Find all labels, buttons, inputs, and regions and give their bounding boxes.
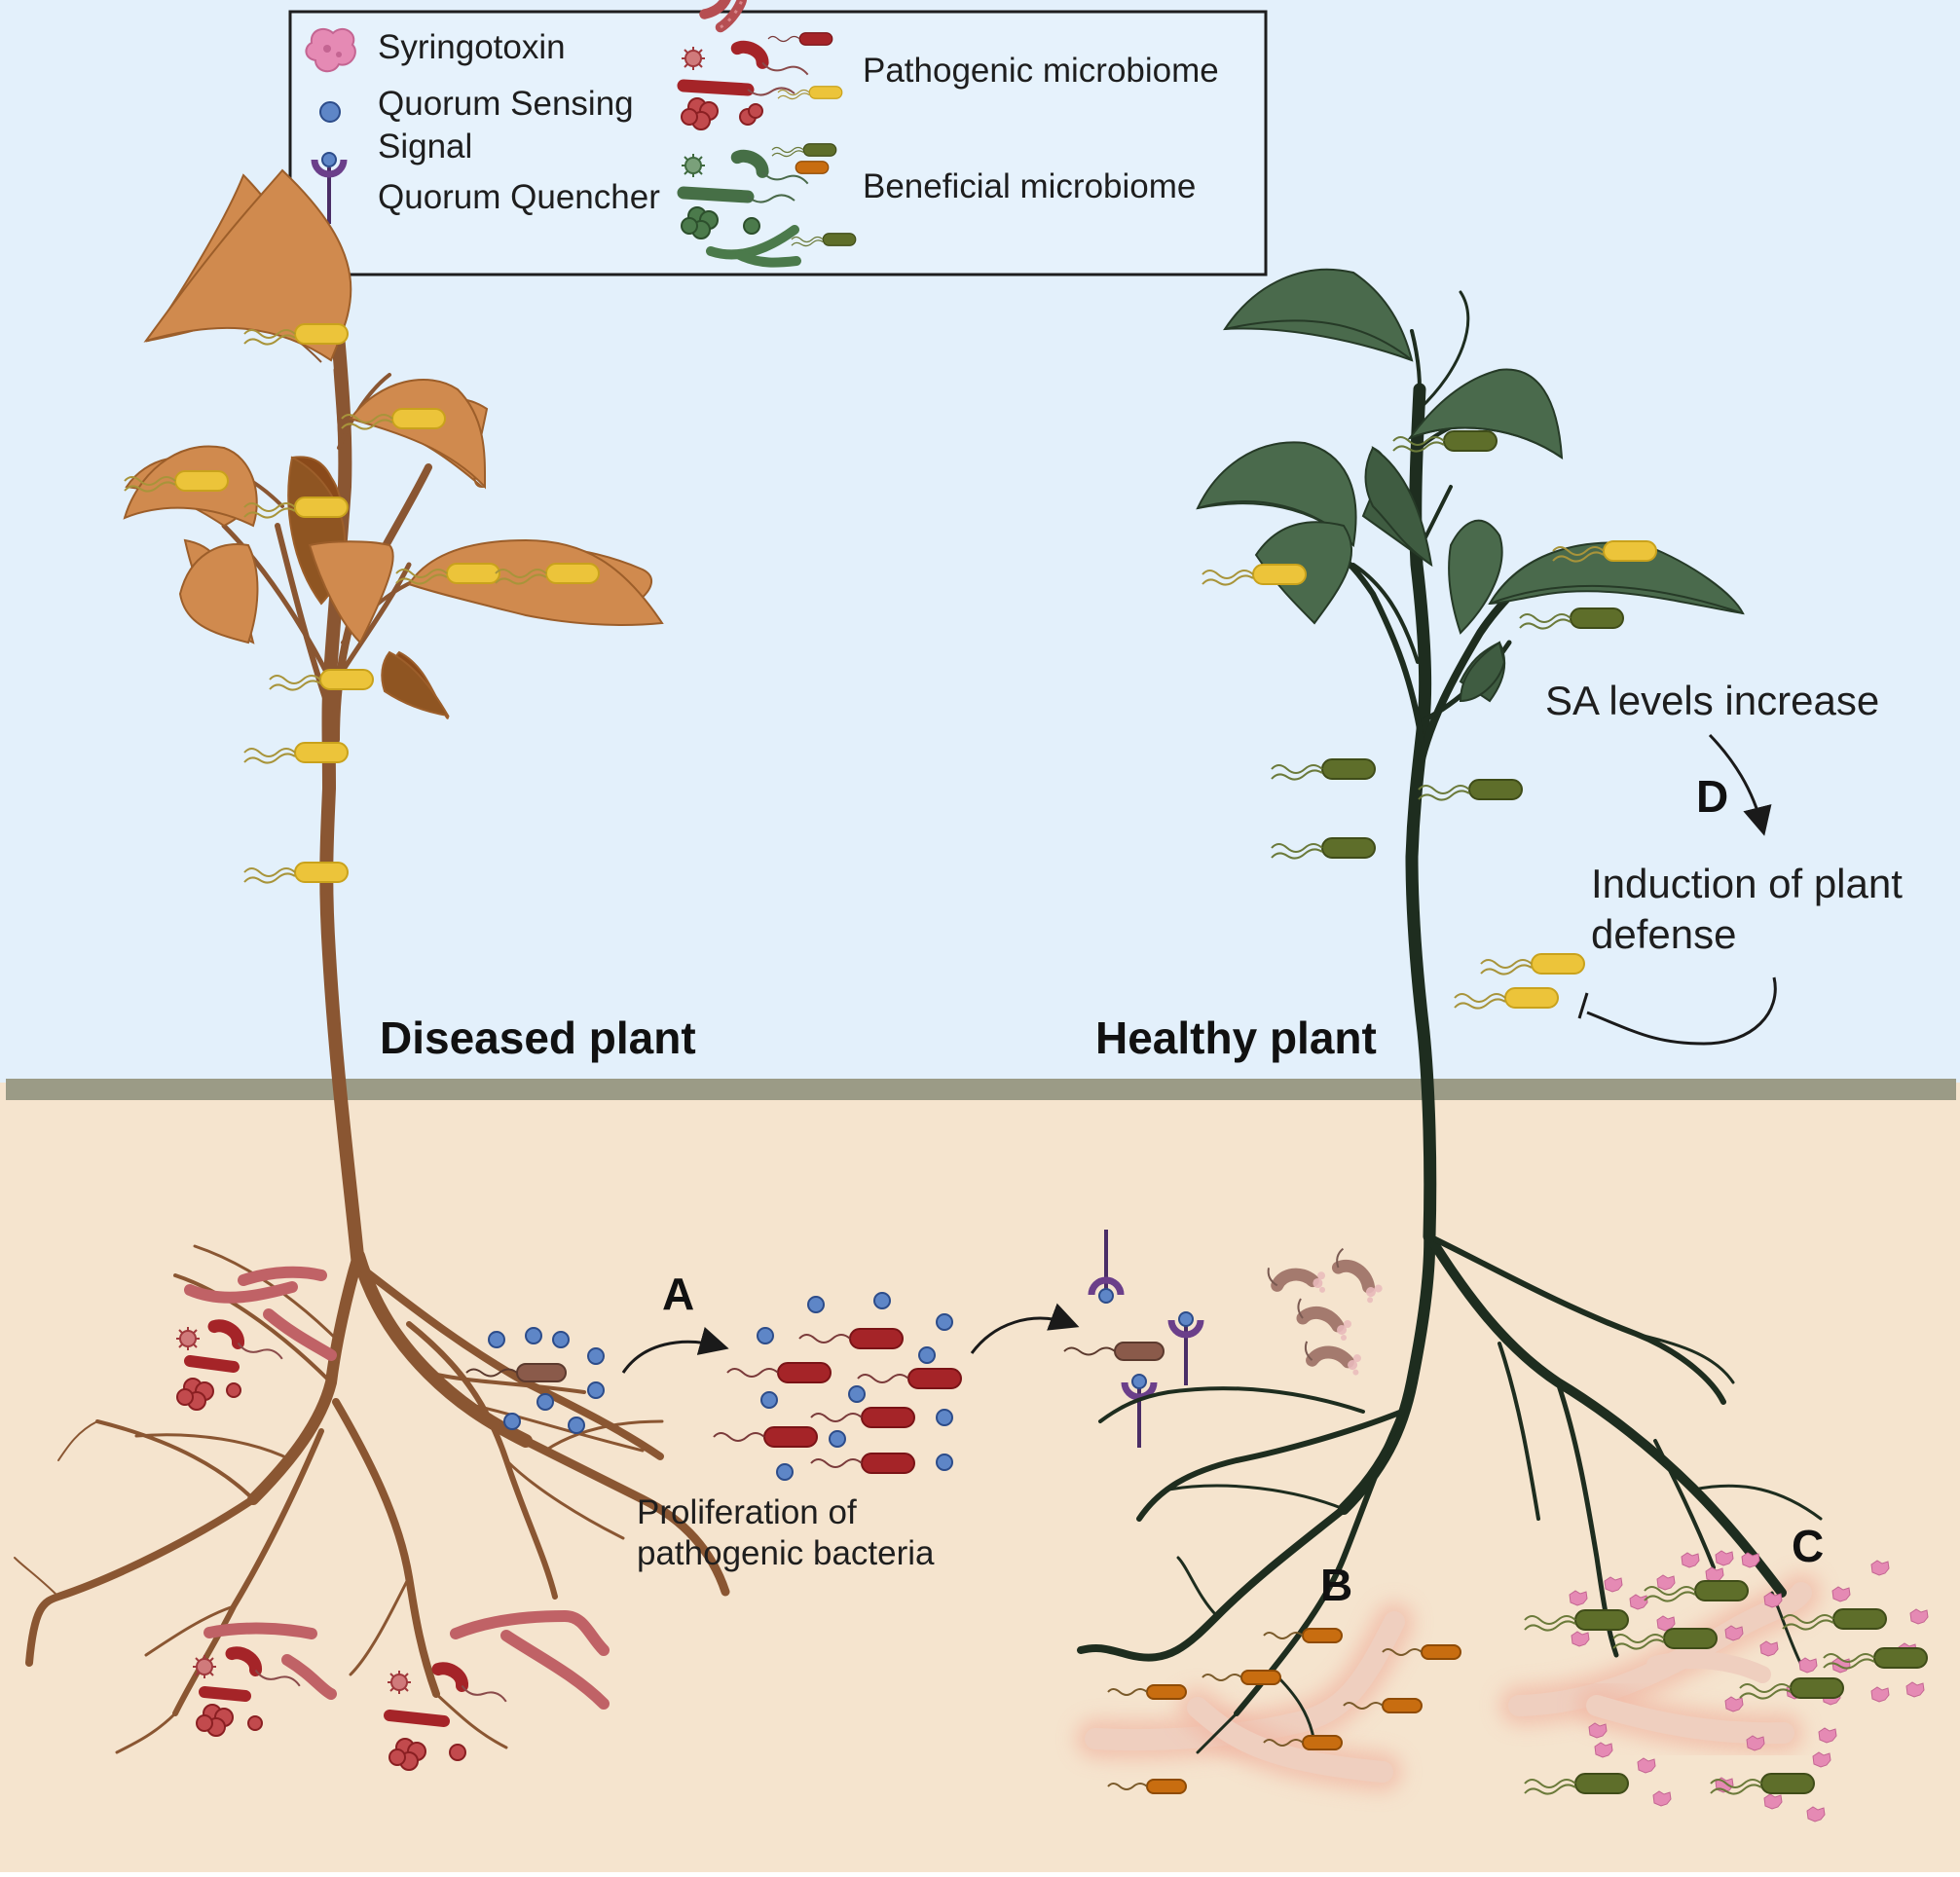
ground-line: [6, 1079, 1956, 1100]
proliferation-label-line2: pathogenic bacteria: [637, 1534, 935, 1572]
label-c: C: [1792, 1521, 1824, 1571]
legend-box: [288, 10, 1268, 276]
pathogenic-microbiome-icon: [677, 0, 843, 130]
diseased-plant-label: Diseased plant: [380, 1012, 696, 1063]
soil-background: [0, 1083, 1960, 1872]
arrow-a: [621, 1326, 729, 1374]
beneficial-microbiome-icon: [677, 143, 857, 268]
legend-pathogenic-label: Pathogenic microbiome: [863, 52, 1219, 90]
healthy-plant: Healthy plant B: [1076, 268, 1929, 1822]
quorum-quencher-icon: [311, 152, 348, 224]
qs-signal-icon: [319, 101, 341, 123]
diseased-roots-pathogens: [175, 1266, 610, 1771]
healthy-plant-label: Healthy plant: [1095, 1012, 1377, 1063]
arrow-to-quenching: [970, 1303, 1080, 1354]
healthy-plant-roots: [1077, 1221, 1823, 1754]
diseased-plant-roots: [14, 1244, 730, 1754]
label-d: D: [1696, 771, 1728, 822]
label-b: B: [1320, 1560, 1352, 1610]
induction-label-line2: defense: [1591, 911, 1736, 957]
diseased-plant-leaves: [123, 168, 664, 719]
legend-qs-label-line2: Signal: [378, 128, 472, 166]
legend-beneficial-label: Beneficial microbiome: [863, 167, 1196, 205]
label-a: A: [662, 1269, 694, 1319]
sa-levels-label: SA levels increase: [1545, 678, 1879, 723]
induction-label-line1: Induction of plant: [1591, 861, 1903, 906]
legend-syringotoxin-label: Syringotoxin: [378, 28, 566, 66]
diseased-plant: Diseased plant: [14, 168, 730, 1771]
legend-quencher-label: Quorum Quencher: [378, 178, 660, 216]
legend-qs-label-line1: Quorum Sensing: [378, 85, 634, 123]
proliferation-label-line1: Proliferation of: [637, 1493, 857, 1531]
fungal-hyphae: [1076, 1573, 1821, 1791]
legend: Syringotoxin Quorum Sensing Signal Quoru…: [288, 0, 1268, 276]
arrow-d: [1708, 733, 1772, 836]
syringotoxin-icon: [305, 27, 356, 73]
inhibition-arc: [1577, 976, 1777, 1046]
